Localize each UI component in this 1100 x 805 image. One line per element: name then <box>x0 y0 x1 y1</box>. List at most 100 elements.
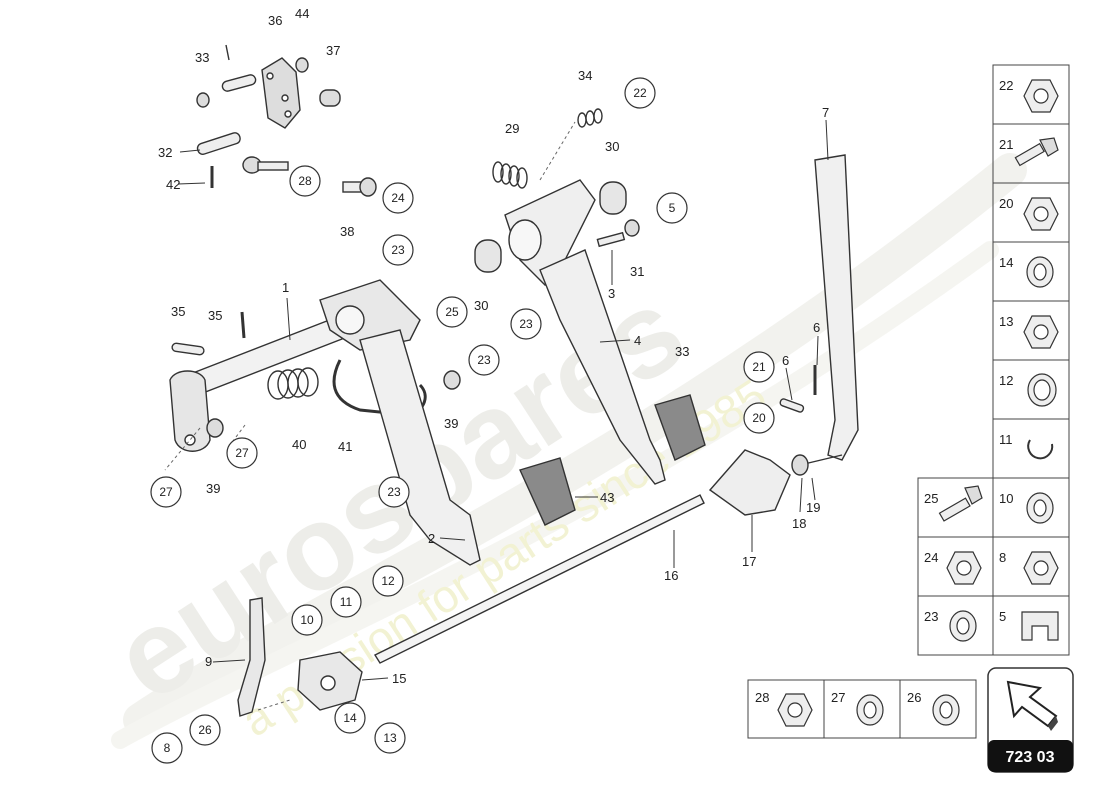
legend-right-10: 5 <box>999 609 1006 624</box>
spring-29-drawing <box>492 161 528 189</box>
legend-right-3: 20 <box>999 196 1013 211</box>
nut-icon <box>1023 197 1059 231</box>
bolt-icon <box>1014 137 1059 167</box>
svg-text:13: 13 <box>383 731 397 745</box>
callout-11: 11 <box>330 586 362 618</box>
return-rod-41-drawing <box>332 359 427 417</box>
nut-icon <box>946 551 982 585</box>
leader-lines <box>177 119 829 681</box>
callout-10: 10 <box>291 604 323 636</box>
label-37: 37 <box>326 43 340 58</box>
label-42: 42 <box>166 177 180 192</box>
callout-8: 8 <box>151 732 183 764</box>
svg-text:27: 27 <box>159 485 173 499</box>
bracket-9-drawing <box>237 597 266 717</box>
label-33a: 33 <box>195 50 209 65</box>
svg-text:21: 21 <box>752 360 766 374</box>
svg-text:23: 23 <box>387 485 401 499</box>
label-19: 19 <box>806 500 820 515</box>
svg-text:26: 26 <box>198 723 212 737</box>
washer-icon <box>1026 492 1054 524</box>
label-34: 34 <box>578 68 592 83</box>
callout-21: 21 <box>743 351 775 383</box>
legend-right-6: 12 <box>999 373 1013 388</box>
pin-37-drawing <box>319 89 341 107</box>
lever-arm-drawing <box>169 370 211 452</box>
nut-icon <box>777 693 813 727</box>
callout-14: 14 <box>334 702 366 734</box>
clip-icon <box>1021 611 1059 641</box>
label-4: 4 <box>634 333 641 348</box>
legend-right-1: 22 <box>999 78 1013 93</box>
label-35b: 35 <box>208 308 222 323</box>
washer-33-drawing <box>196 92 210 108</box>
part-number-labels: 1 2 3 4 6 6 7 9 15 16 17 18 19 29 30 30 … <box>158 6 829 686</box>
brake-pedal-drawing <box>539 249 666 485</box>
pin-32-drawing <box>196 132 241 155</box>
callout-23b: 23 <box>510 308 542 340</box>
pin-35b-drawing <box>240 311 246 339</box>
label-17: 17 <box>742 554 756 569</box>
bolt-icon <box>938 485 983 522</box>
label-6b: 6 <box>782 353 789 368</box>
legend-right-7: 11 <box>999 432 1013 447</box>
svg-text:23: 23 <box>391 243 405 257</box>
part-drawings <box>169 44 859 717</box>
spring-34-drawing <box>577 108 603 128</box>
drawing-ref-number: 723 03 <box>1006 749 1055 766</box>
cotter-pin-drawing <box>225 44 230 61</box>
nut-icon <box>1023 79 1059 113</box>
legend-left-2: 24 <box>924 550 938 565</box>
svg-text:20: 20 <box>752 411 766 425</box>
label-31: 31 <box>630 264 644 279</box>
label-41: 41 <box>338 439 352 454</box>
label-38: 38 <box>340 224 354 239</box>
legend-right-8: 10 <box>999 491 1013 506</box>
label-29: 29 <box>505 121 519 136</box>
svg-text:28: 28 <box>298 174 312 188</box>
nut-icon <box>1023 315 1059 349</box>
bushing-30a-drawing <box>599 181 627 215</box>
label-44: 44 <box>295 6 309 21</box>
callout-28: 28 <box>289 165 321 197</box>
callout-26: 26 <box>189 714 221 746</box>
washer-31-drawing <box>624 219 640 237</box>
legend-bottom-2: 27 <box>831 690 845 705</box>
bushing-30b-drawing <box>474 239 502 273</box>
label-6a: 6 <box>813 320 820 335</box>
callout-23a: 23 <box>382 234 414 266</box>
callout-27a: 27 <box>226 437 258 469</box>
legend-left-3: 23 <box>924 609 938 624</box>
washer-icon <box>1026 256 1054 288</box>
legend-icons <box>777 79 1059 727</box>
legend-left-1: 25 <box>924 491 938 506</box>
spring-40-drawing <box>267 367 319 400</box>
bearing-icon <box>1027 373 1057 407</box>
label-33b: 33 <box>675 344 689 359</box>
label-39b: 39 <box>206 481 220 496</box>
bolt-28-drawing <box>257 161 289 171</box>
label-3: 3 <box>608 286 615 301</box>
svg-text:5: 5 <box>669 201 676 215</box>
legend-bottom-1: 28 <box>755 690 769 705</box>
washer-44-drawing <box>295 57 309 73</box>
label-18: 18 <box>792 516 806 531</box>
callout-5: 5 <box>656 192 688 224</box>
label-1: 1 <box>282 280 289 295</box>
svg-text:25: 25 <box>445 305 459 319</box>
label-30b: 30 <box>474 298 488 313</box>
callout-bubbles: 5 8 10 11 12 13 14 20 21 22 23 23 23 23 … <box>150 77 775 764</box>
direction-arrow-icon <box>1006 680 1058 731</box>
label-36: 36 <box>268 13 282 28</box>
nut-icon <box>1023 551 1059 585</box>
pin-35a-drawing <box>171 342 205 356</box>
reference-box: 723 03 <box>987 667 1074 773</box>
legend-right-2: 21 <box>999 137 1013 152</box>
svg-text:22: 22 <box>633 86 647 100</box>
bracket-36-drawing <box>261 57 301 129</box>
bracket-17-drawing <box>708 449 791 516</box>
legend-bottom-3: 26 <box>907 690 921 705</box>
callout-12: 12 <box>372 565 404 597</box>
legend-right-5: 13 <box>999 314 1013 329</box>
